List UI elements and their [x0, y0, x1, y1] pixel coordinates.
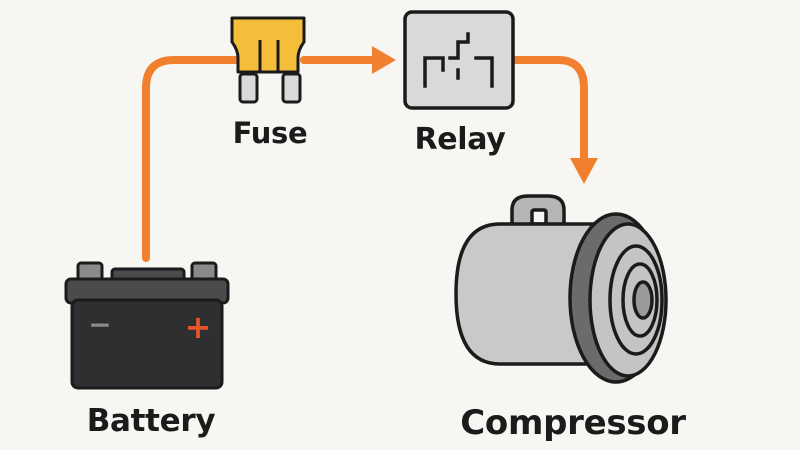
battery-icon	[64, 261, 230, 390]
wires	[142, 56, 588, 262]
arrowheads	[372, 46, 598, 184]
relay-label: Relay	[414, 122, 506, 157]
arrowhead-to-compressor	[570, 158, 598, 184]
compressor-icon	[454, 194, 668, 384]
fuse-icon	[230, 16, 306, 104]
fuse-label: Fuse	[232, 116, 308, 150]
wire-battery-to-fuse	[142, 56, 242, 262]
relay-icon	[403, 10, 515, 110]
wire-relay-to-compressor	[510, 56, 588, 164]
arrowhead-to-relay	[372, 46, 396, 74]
compressor-body	[454, 222, 602, 366]
battery-positive-terminal: +	[185, 308, 212, 346]
battery-label: Battery	[86, 403, 216, 439]
battery-negative-terminal: −	[88, 308, 111, 341]
compressor-label: Compressor	[460, 403, 686, 443]
